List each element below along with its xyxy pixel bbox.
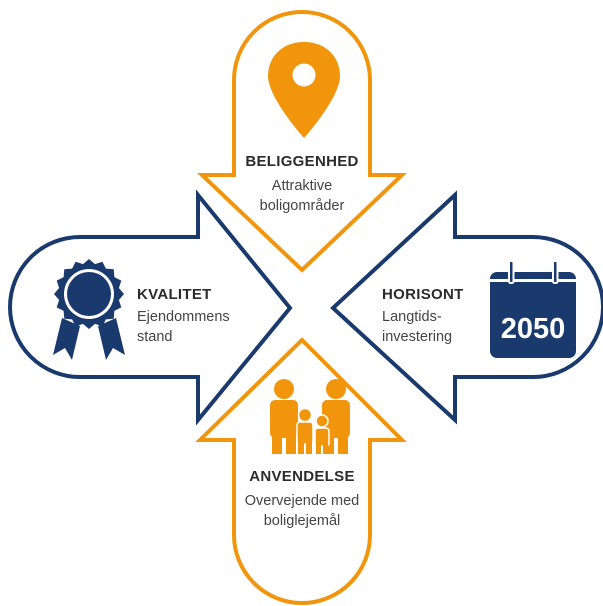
horisont-title: HORISONT <box>382 286 464 303</box>
anvendelse-line1: Overvejende med <box>244 493 360 509</box>
calendar-icon: 2050 <box>490 260 576 358</box>
award-ribbon-icon <box>53 259 125 360</box>
kvalitet-title: KVALITET <box>137 286 212 303</box>
beliggenhed-line1: Attraktive <box>271 178 333 194</box>
beliggenhed-title: BELIGGENHED <box>245 153 359 170</box>
right-label-group: HORISONT Langtids- investering <box>382 286 492 347</box>
left-label-group: KVALITET Ejendommens stand <box>137 286 277 347</box>
calendar-year-text: 2050 <box>501 313 566 345</box>
top-arrow <box>196 10 408 273</box>
kvalitet-line1: Ejendommens <box>137 309 230 325</box>
top-label-group: BELIGGENHED Attraktive boligområder <box>222 153 382 216</box>
beliggenhed-line2: boligområder <box>259 198 345 214</box>
location-pin-icon <box>268 42 340 138</box>
anvendelse-line2: boliglejemål <box>263 513 341 529</box>
left-arrow <box>8 189 293 426</box>
anvendelse-title: ANVENDELSE <box>249 468 355 485</box>
family-icon <box>270 379 350 454</box>
bottom-arrow <box>195 337 407 605</box>
kvalitet-line2: stand <box>137 329 173 345</box>
bottom-label-group: ANVENDELSE Overvejende med boliglejemål <box>212 468 392 531</box>
right-arrow <box>330 190 603 425</box>
horisont-line1: Langtids- <box>382 309 442 325</box>
horisont-line2: investering <box>382 329 453 345</box>
